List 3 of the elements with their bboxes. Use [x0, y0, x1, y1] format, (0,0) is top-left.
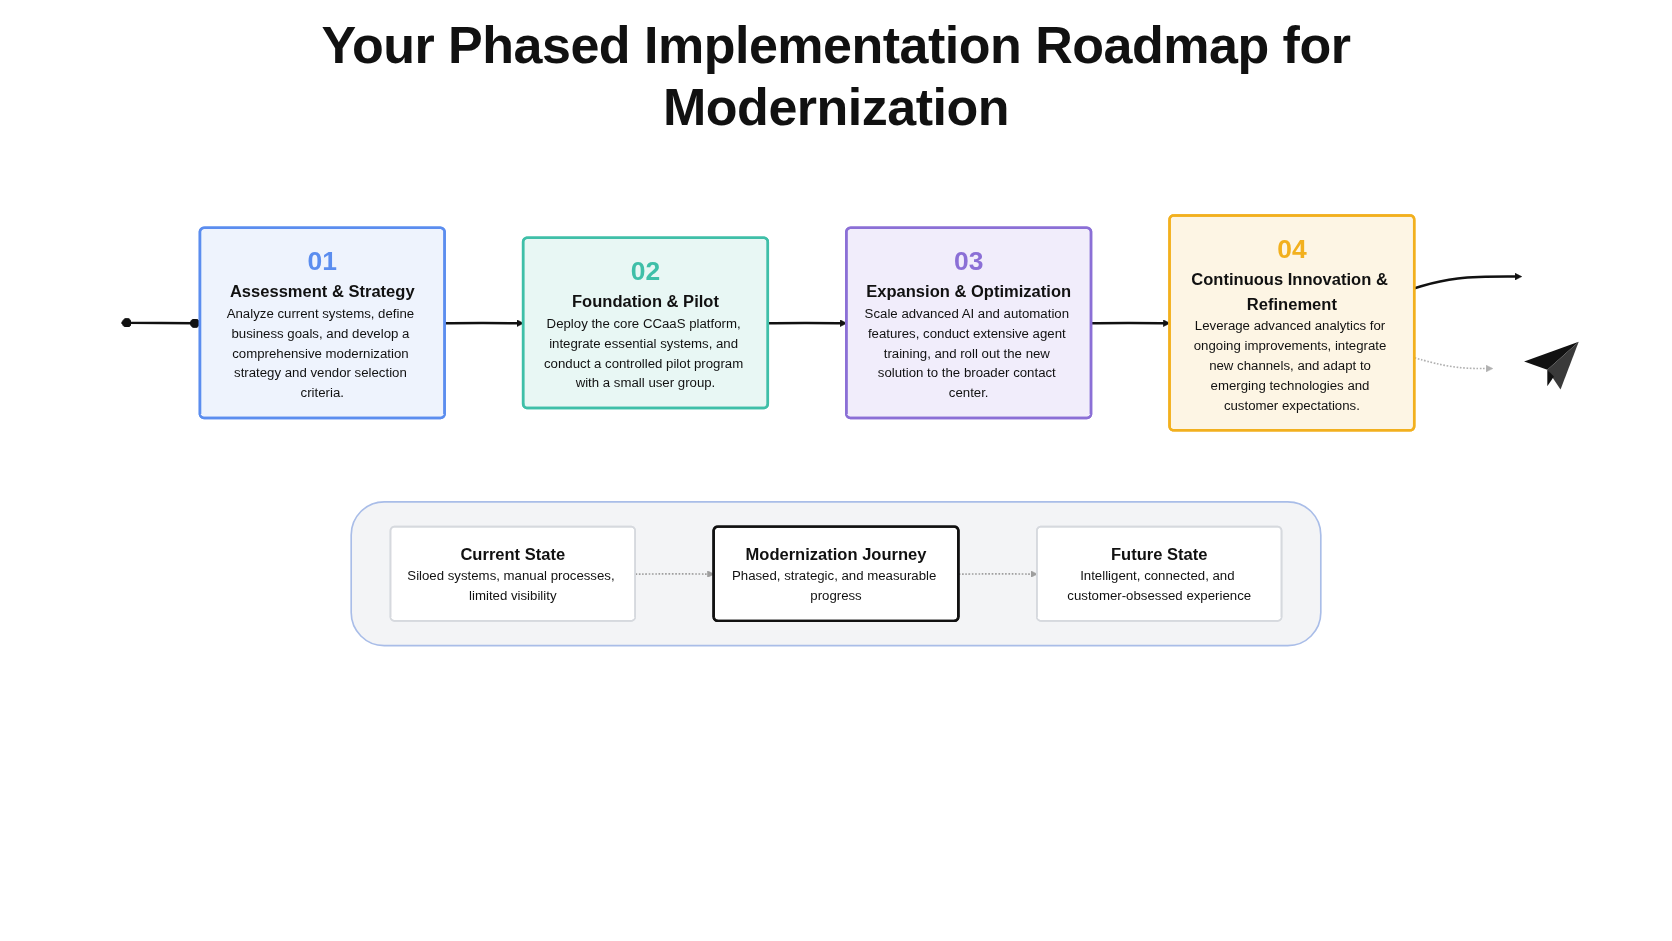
arrow: [1414, 272, 1522, 290]
title: Your Phased Implementation Roadmap for Modernization: [320, 15, 1352, 138]
arrow: [445, 319, 524, 327]
